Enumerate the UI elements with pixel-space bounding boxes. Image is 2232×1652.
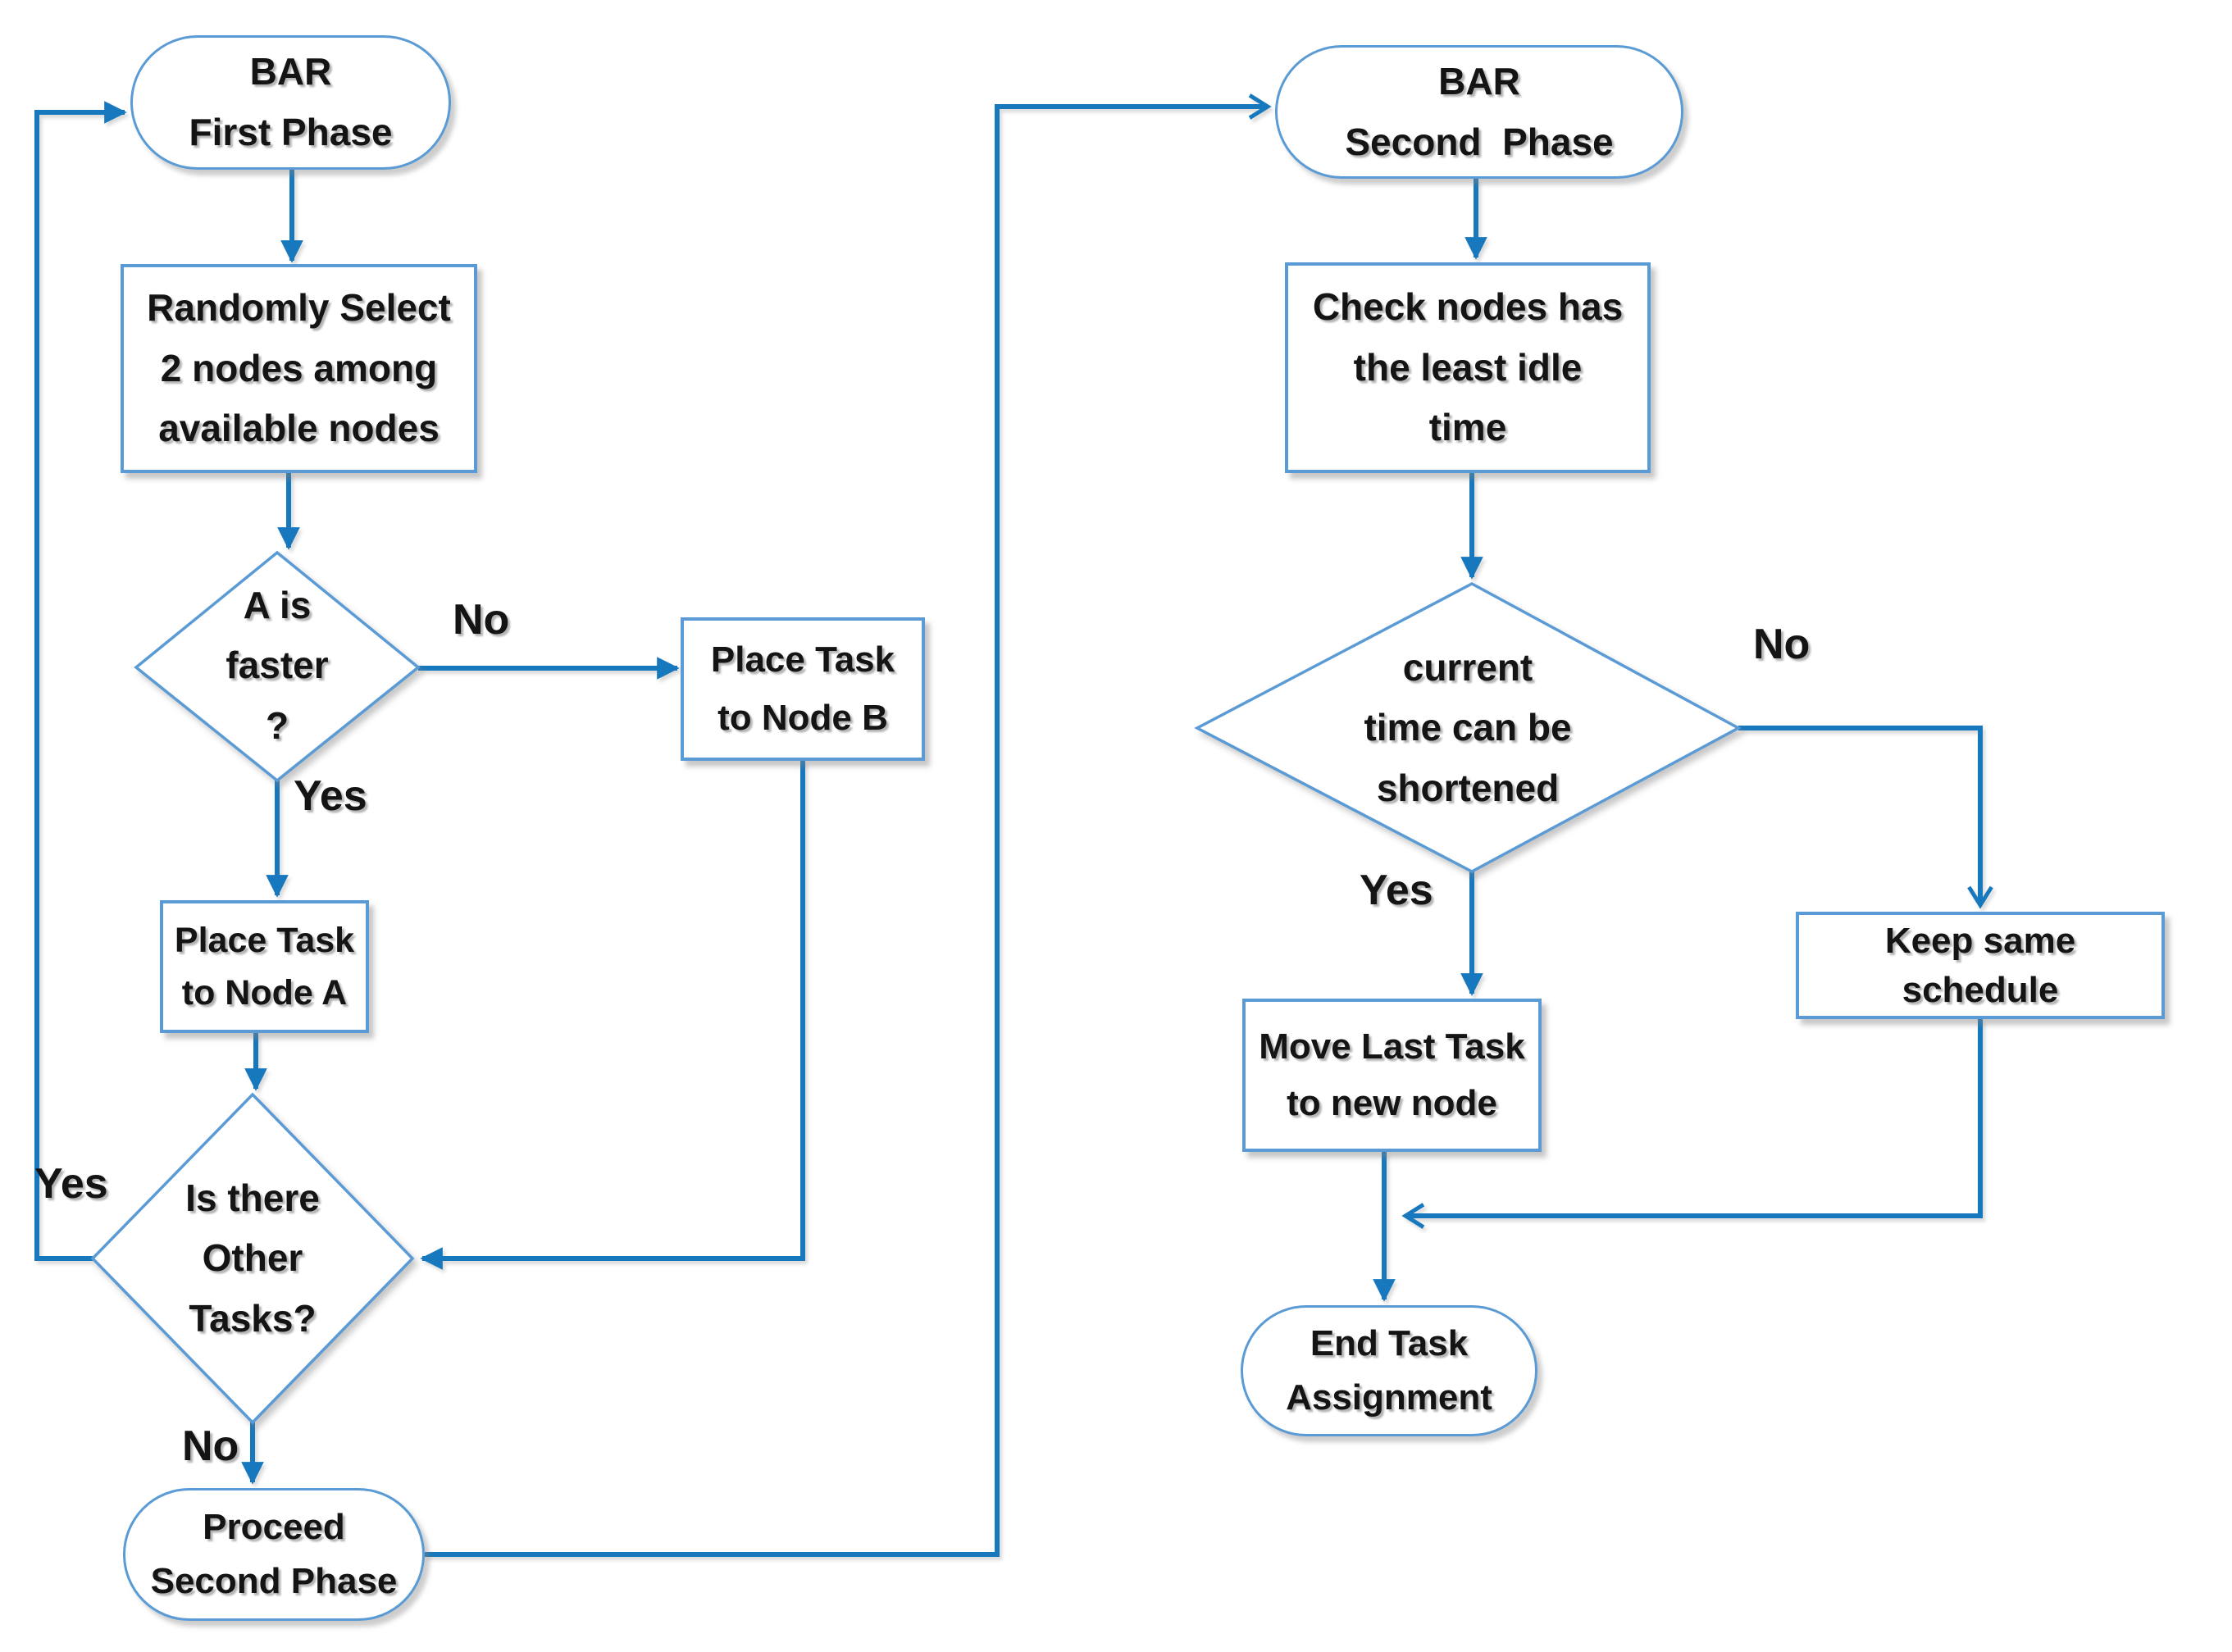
node-bar-first-phase: BAR First Phase [130,35,451,170]
label-shortened-yes: Yes [1360,867,1433,914]
node-bar-first-phase-label: BAR First Phase [189,50,393,153]
node-is-there-other-tasks-label: Is there Other Tasks? [185,1176,320,1340]
node-end-task-assignment-label: End Task Assignment [1286,1323,1492,1418]
node-check-nodes-least-idle: Check nodes has the least idle time [1285,262,1651,473]
node-end-task-assignment: End Task Assignment [1241,1305,1537,1436]
node-a-is-faster-label: A is faster ? [225,583,329,747]
diamond-current-time-shortened [1194,582,1742,873]
node-randomly-select-label: Randomly Select 2 nodes among available … [147,286,451,450]
node-keep-same-schedule: Keep same schedule [1796,912,2165,1019]
node-randomly-select: Randomly Select 2 nodes among available … [121,264,477,473]
label-shortened-no: No [1753,621,1811,668]
label-a-faster-yes: Yes [294,772,367,820]
node-current-time-shortened-label: current time can be shortened [1364,645,1572,809]
node-move-last-task: Move Last Task to new node [1242,999,1542,1152]
edge-shortened-no-to-keep [1738,726,1993,909]
node-proceed-second-phase-label: Proceed Second Phase [150,1507,398,1601]
edge-node-b-to-other-tasks [420,761,805,1270]
node-is-there-other-tasks: Is there Other Tasks? [138,1156,367,1361]
node-place-task-node-b-label: Place Task to Node B [710,639,895,738]
edge-keep-to-merge [1401,1019,1983,1229]
node-place-task-node-b: Place Task to Node B [681,617,925,761]
diamond-a-is-faster [134,550,421,783]
node-bar-second-phase-label: BAR Second Phase [1345,59,1614,163]
diamond-is-there-other-tasks [90,1092,415,1425]
node-place-task-node-a-label: Place Task to Node A [174,920,355,1013]
node-a-is-faster: A is faster ? [179,584,376,748]
node-move-last-task-label: Move Last Task to new node [1259,1026,1525,1123]
edge-proceed-to-second-phase [425,93,1272,1557]
node-bar-second-phase: BAR Second Phase [1275,45,1683,179]
label-other-tasks-yes: Yes [34,1160,108,1208]
node-current-time-shortened: current time can be shortened [1304,626,1632,831]
node-check-nodes-least-idle-label: Check nodes has the least idle time [1312,285,1624,449]
label-other-tasks-no: No [182,1422,239,1470]
node-place-task-node-a: Place Task to Node A [160,900,369,1033]
node-keep-same-schedule-label: Keep same schedule [1884,921,2076,1010]
label-a-faster-no: No [453,596,510,644]
edge-other-tasks-yes-feedback [34,101,127,1261]
node-proceed-second-phase: Proceed Second Phase [123,1488,425,1621]
